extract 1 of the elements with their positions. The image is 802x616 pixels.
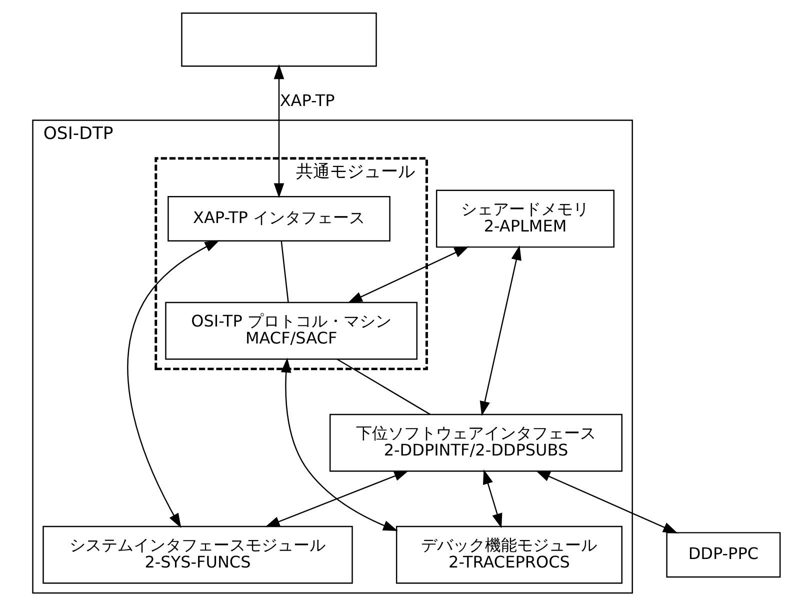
edge-label: XAP-TP	[279, 90, 334, 110]
